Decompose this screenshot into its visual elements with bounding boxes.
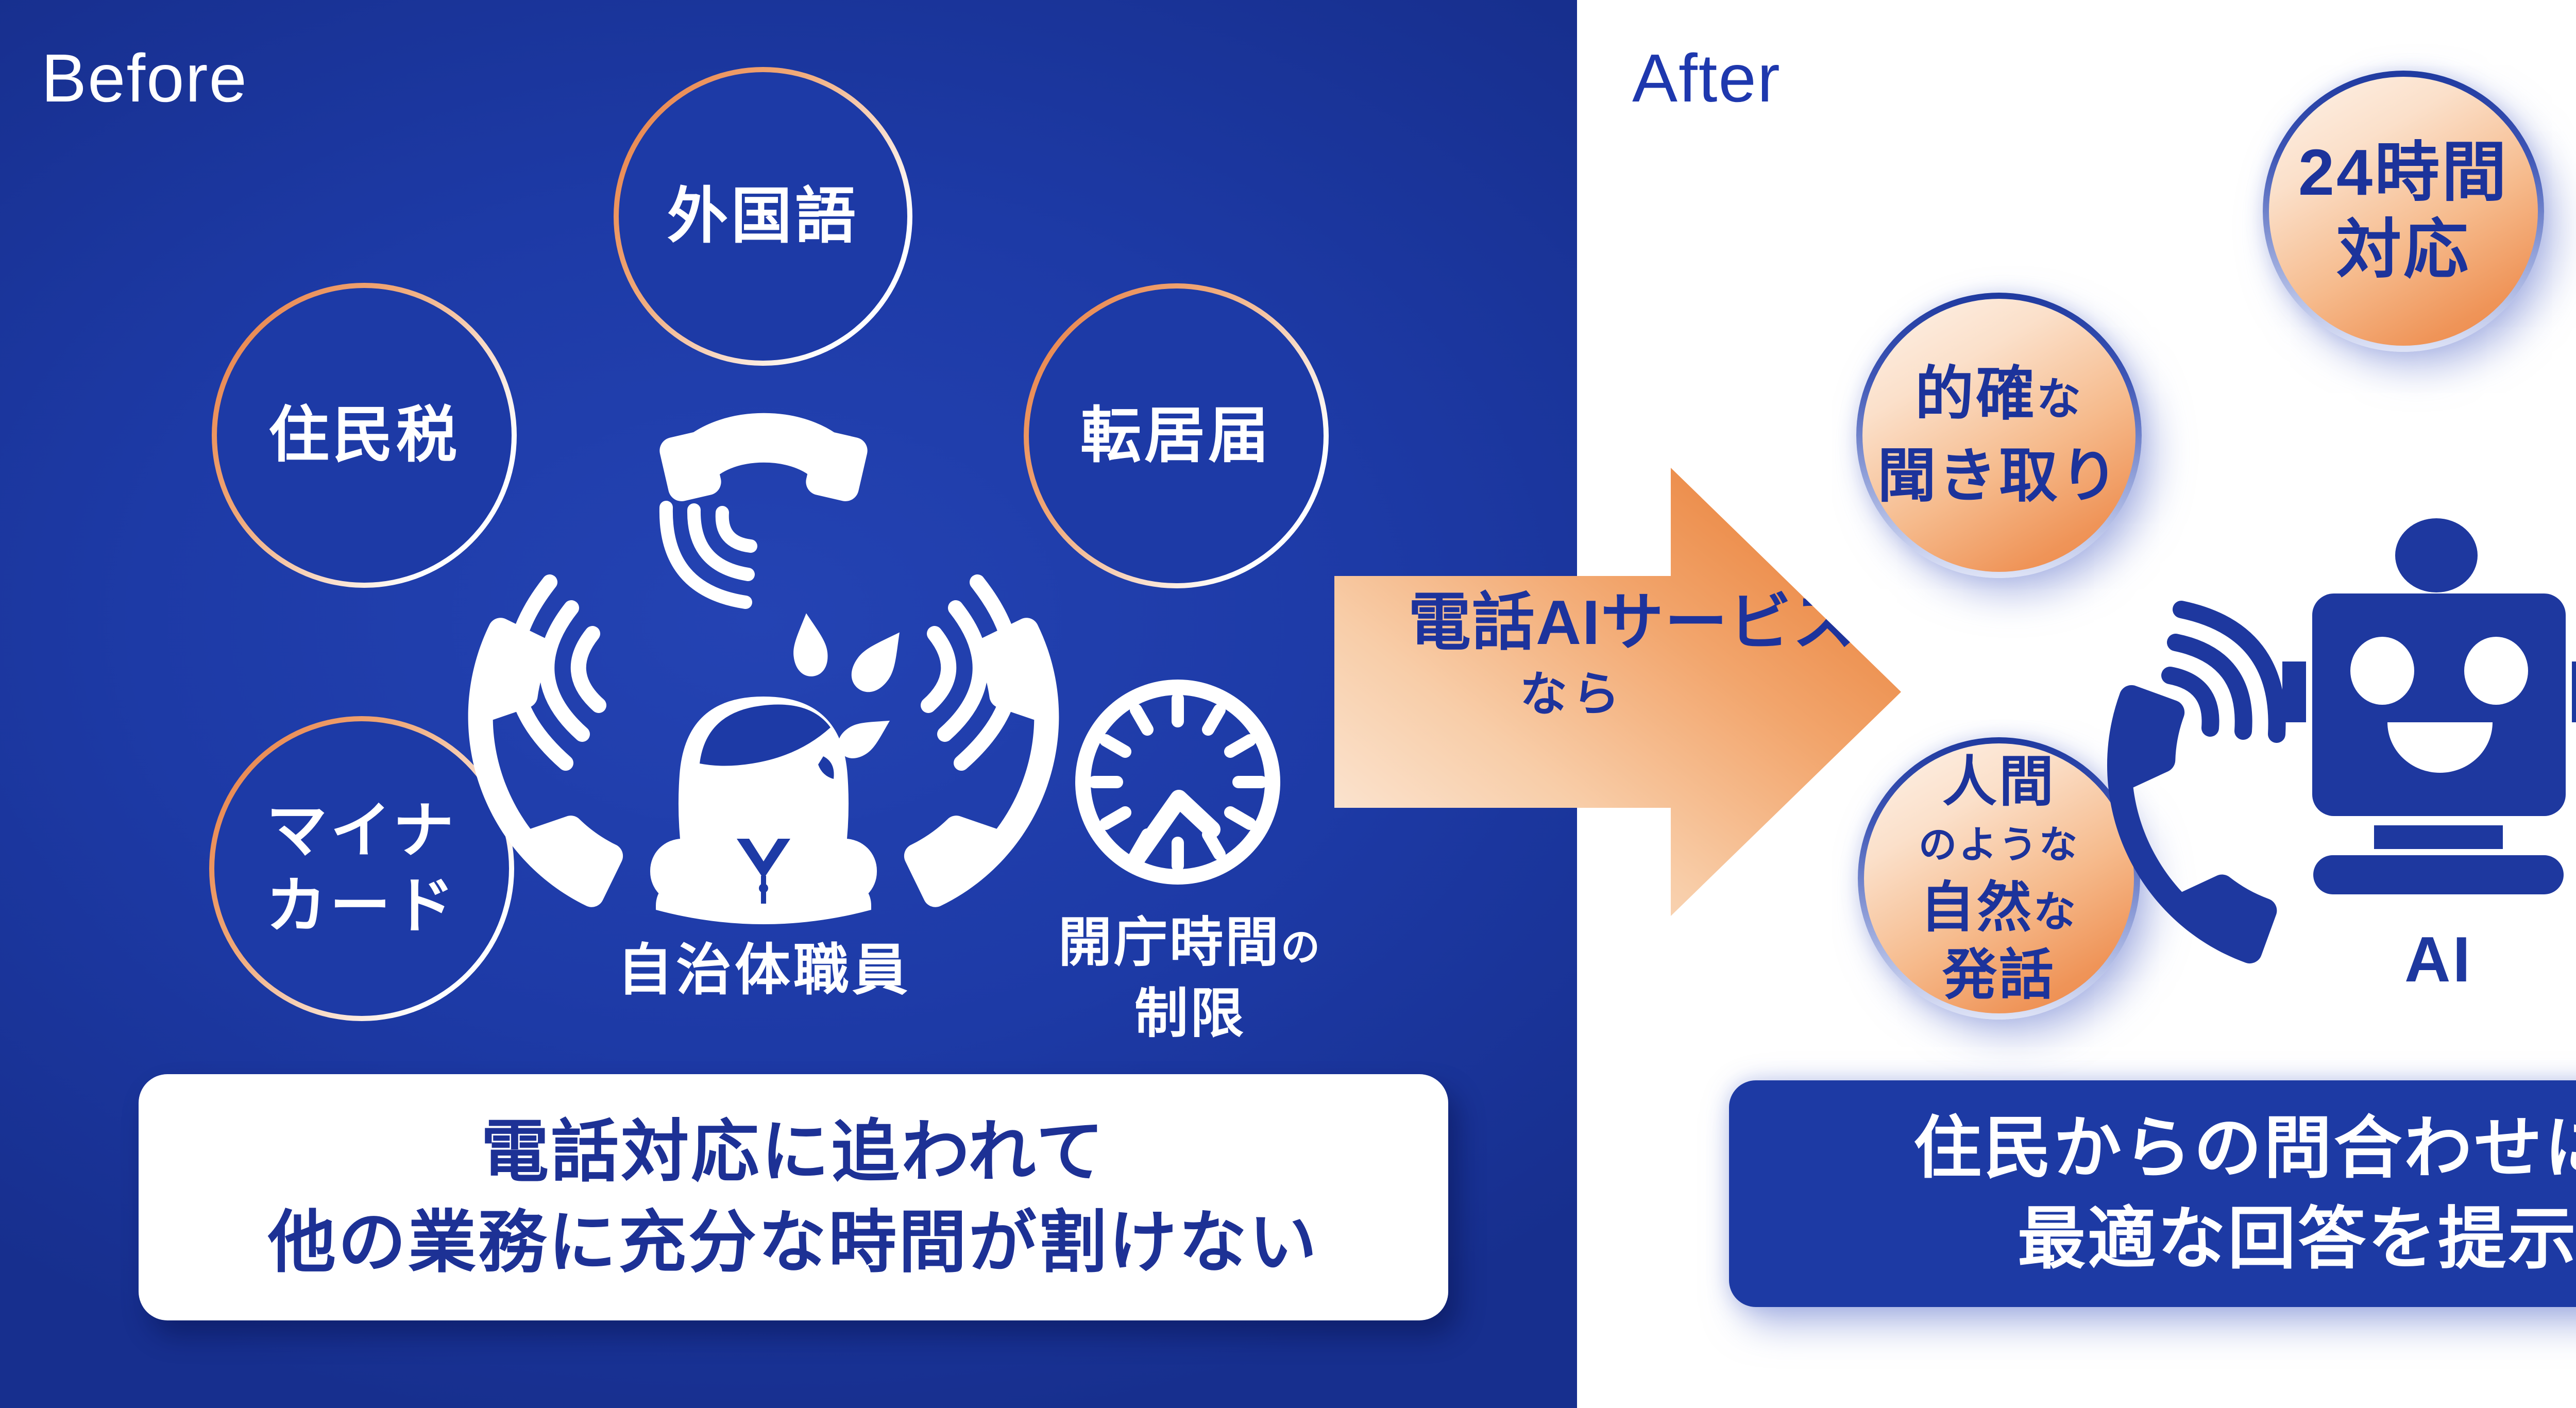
- before-title: Before: [41, 40, 248, 116]
- bubble-foreign-language: 外国語: [614, 67, 912, 366]
- office-hours-small: の: [1281, 926, 1322, 970]
- bubble-label: 住民税: [268, 401, 460, 469]
- bubble-accurate-listening: 的確な 聞き取り: [1856, 293, 2142, 578]
- office-hours-label: 開庁時間の 制限: [1010, 910, 1370, 1047]
- bubble-label-line2: 聞き取り: [1877, 443, 2121, 509]
- after-title: After: [1632, 40, 1781, 116]
- arrow-service-name: 電話AIサービス: [1408, 587, 1856, 657]
- before-summary-box: 電話対応に追われて 他の業務に充分な時間が割けない: [139, 1074, 1448, 1320]
- after-summary-line2: 最適な回答を提示する: [2018, 1201, 2576, 1277]
- bubble-myna-card: マイナ カード: [209, 716, 514, 1021]
- bubble-label-line1: マイナ: [266, 797, 457, 865]
- bubble-resident-tax: 住民税: [212, 283, 517, 588]
- office-hours-line2: 制限: [1134, 984, 1246, 1044]
- bubble-label: 転居届: [1080, 402, 1272, 470]
- office-hours-big: 開庁時間: [1058, 913, 1281, 973]
- bubble-label-big: 的確: [1914, 361, 2037, 427]
- bubble-label-big: 自然: [1920, 877, 2033, 938]
- bubble-label-small: な: [2037, 374, 2083, 424]
- bubble-label-small: な: [2033, 888, 2078, 936]
- office-hours-line1: 開庁時間の: [1010, 910, 1370, 981]
- after-summary-line1: 住民からの問合わせに対して: [1913, 1110, 2576, 1186]
- arrow-nara: なら: [1519, 668, 1625, 721]
- bubble-natural-speech: 人間 のような 自然な 発話: [1858, 737, 2140, 1020]
- bubble-label-line1: 24時間: [2298, 136, 2509, 209]
- before-summary-line2: 他の業務に充分な時間が割けない: [268, 1205, 1319, 1280]
- bubble-label: 外国語: [667, 182, 859, 250]
- bubble-label-line2: カード: [265, 872, 457, 940]
- bubble-label-line2: 対応: [2336, 213, 2470, 286]
- bubble-label-line4: 発話: [1942, 944, 2056, 1006]
- bubble-label-line2: のような: [1919, 823, 2079, 866]
- before-summary-line1: 電話対応に追われて: [481, 1114, 1106, 1190]
- arrow-text: 電話AIサービス なら: [1408, 587, 1856, 733]
- clerk-label: 自治体職員: [617, 939, 911, 1001]
- bubble-label-line1: 的確な: [1915, 356, 2083, 438]
- bubble-label-line1: 人間: [1942, 751, 2056, 812]
- bubble-label-line3: 自然な: [1920, 876, 2078, 944]
- bubble-24h-support: 24時間 対応: [2263, 71, 2544, 352]
- after-summary-box: 住民からの問合わせに対して 最適な回答を提示する: [1729, 1080, 2576, 1307]
- bubble-moving-notice: 転居届: [1024, 283, 1329, 588]
- ai-label: AI: [2404, 924, 2472, 995]
